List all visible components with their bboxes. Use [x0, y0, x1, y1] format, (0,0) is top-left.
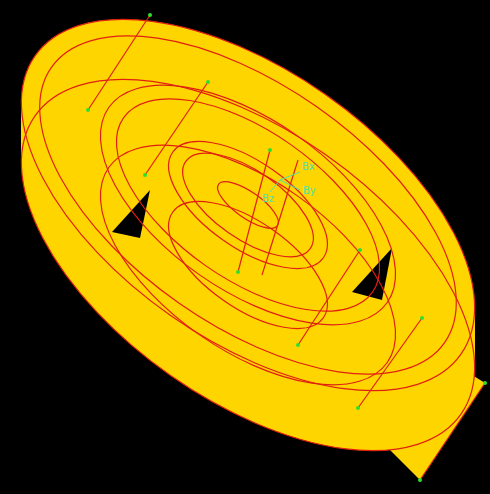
- axis-label: By: [303, 186, 316, 196]
- axis-triad: [270, 172, 300, 192]
- turn-gap: [112, 190, 150, 238]
- axis-label: Bx: [302, 162, 315, 172]
- vertex-dots: [86, 13, 487, 482]
- axis-label: Bz: [262, 194, 274, 204]
